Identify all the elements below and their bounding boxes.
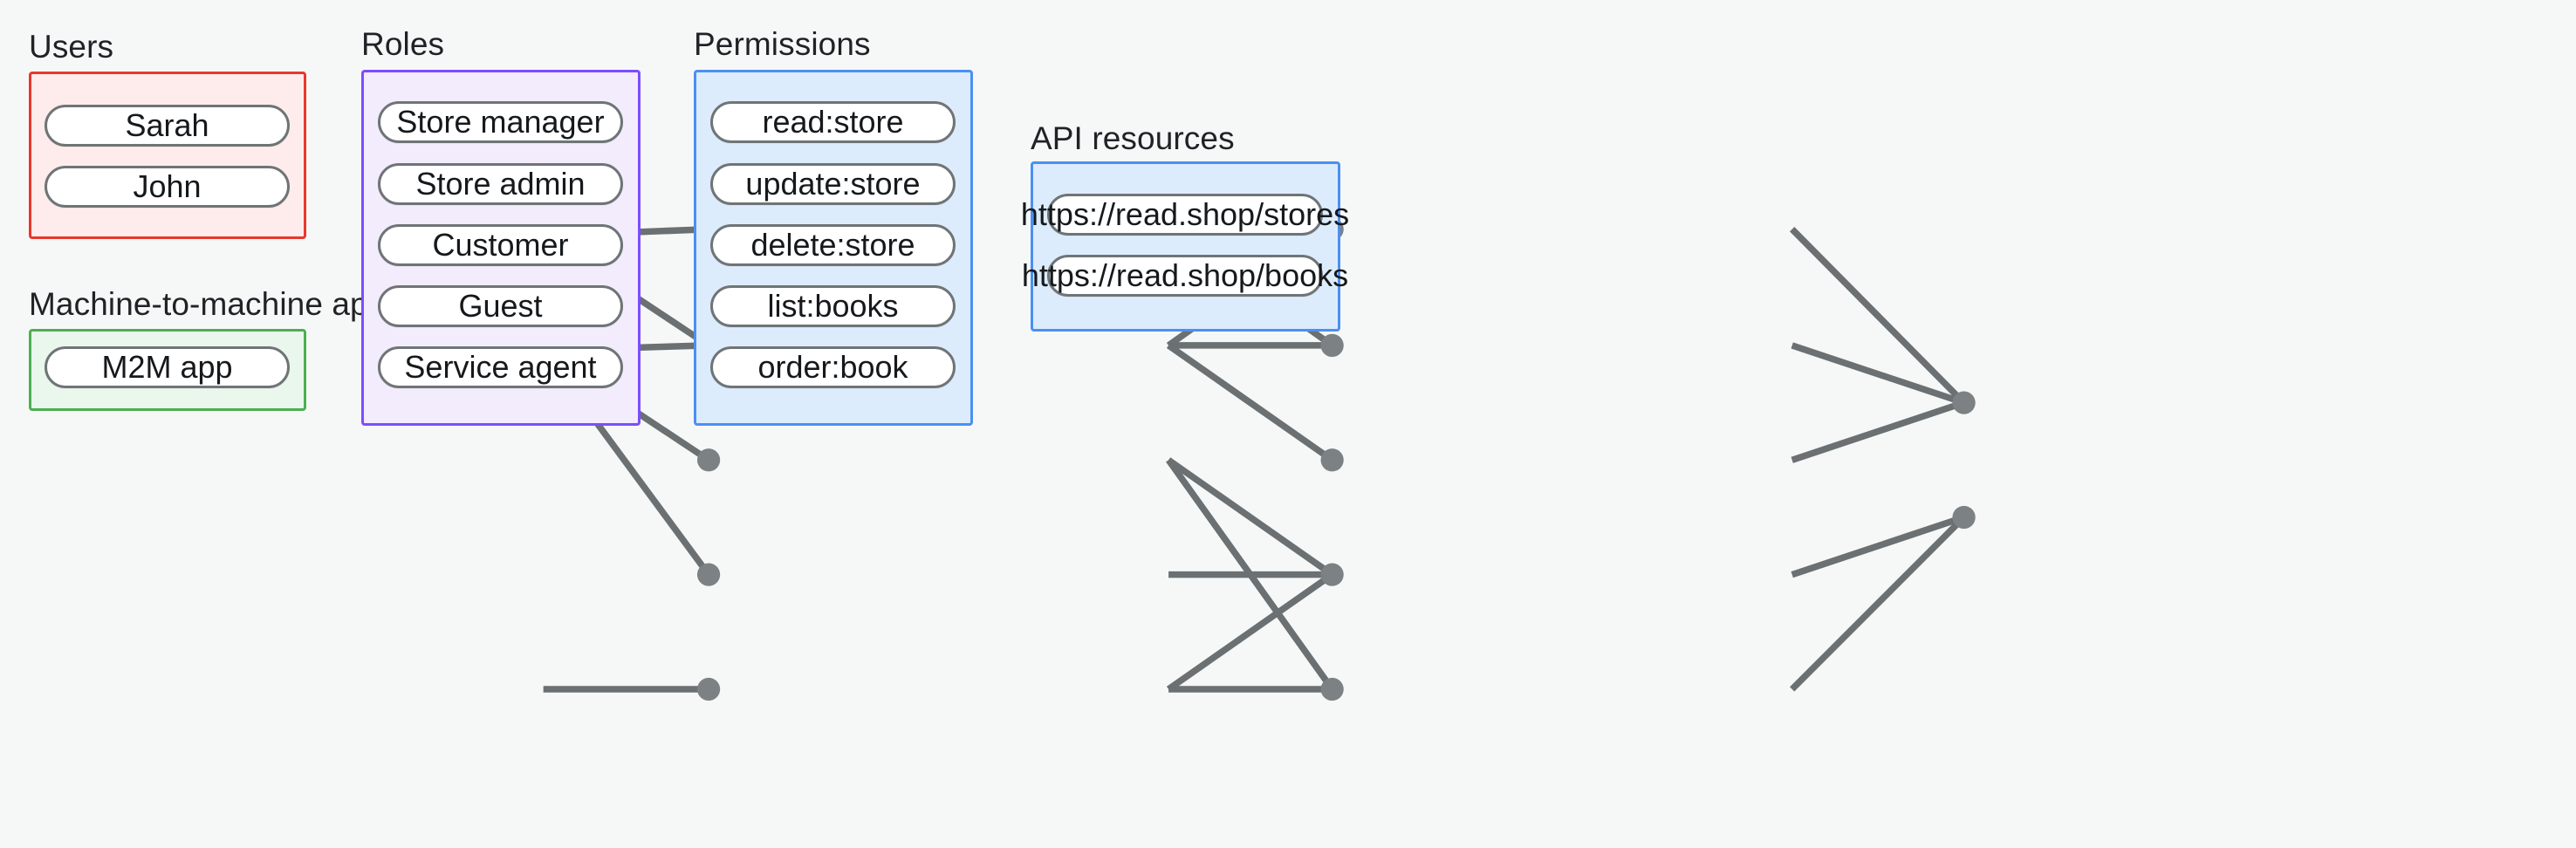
- node-service_agent[interactable]: Service agent: [378, 346, 623, 388]
- node-res_books[interactable]: https://read.shop/books: [1022, 255, 1348, 297]
- edge-list_books-to-res_books: [1791, 514, 1965, 578]
- edge-store_admin-to-delete_store: [1166, 342, 1334, 463]
- group-title-roles: Roles: [361, 26, 445, 62]
- edge-endpoint-dot-delete_store: [1320, 448, 1344, 472]
- edge-customer-to-list_books: [1166, 457, 1334, 578]
- node-customer[interactable]: Customer: [378, 224, 623, 266]
- node-store_manager[interactable]: Store manager: [378, 101, 623, 143]
- node-m2m_app[interactable]: M2M app: [45, 346, 290, 388]
- edge-endpoint-dot-res_stores: [1952, 391, 1976, 414]
- edge-endpoint-dot-res_books: [1952, 505, 1976, 530]
- group-box-users: [29, 72, 306, 239]
- edge-endpoint-dot-guest: [696, 563, 721, 586]
- group-title-m2m: Machine-to-machine apps: [29, 286, 403, 322]
- node-store_admin[interactable]: Store admin: [378, 163, 623, 205]
- group-title-api_resources: API resources: [1031, 120, 1235, 156]
- node-list_books[interactable]: list:books: [710, 285, 956, 327]
- edge-endpoint-dot-order_book: [1320, 677, 1344, 701]
- edge-endpoint-dot-service_agent: [696, 677, 721, 701]
- node-read_store[interactable]: read:store: [710, 101, 956, 143]
- edge-update_store-to-res_stores: [1791, 342, 1965, 407]
- edge-read_store-to-res_stores: [1789, 227, 1967, 406]
- group-title-permissions: Permissions: [694, 26, 871, 62]
- node-res_stores[interactable]: https://read.shop/stores: [1021, 194, 1349, 236]
- node-guest[interactable]: Guest: [378, 285, 623, 327]
- group-box-api_resources: [1031, 161, 1340, 332]
- edge-endpoint-dot-list_books: [1320, 563, 1344, 586]
- edge-customer-to-order_book: [1166, 458, 1335, 692]
- group-title-users: Users: [29, 29, 114, 65]
- node-john[interactable]: John: [45, 166, 290, 208]
- edge-endpoint-dot-customer: [696, 448, 721, 472]
- edge-endpoint-dot-update_store: [1320, 333, 1344, 358]
- node-order_book[interactable]: order:book: [710, 346, 956, 388]
- node-update_store[interactable]: update:store: [710, 163, 956, 205]
- edge-order_book-to-res_books: [1789, 515, 1967, 692]
- edge-service_agent-to-list_books: [1166, 571, 1334, 693]
- node-delete_store[interactable]: delete:store: [710, 224, 956, 266]
- edge-delete_store-to-res_stores: [1791, 400, 1965, 463]
- node-sarah[interactable]: Sarah: [45, 105, 290, 147]
